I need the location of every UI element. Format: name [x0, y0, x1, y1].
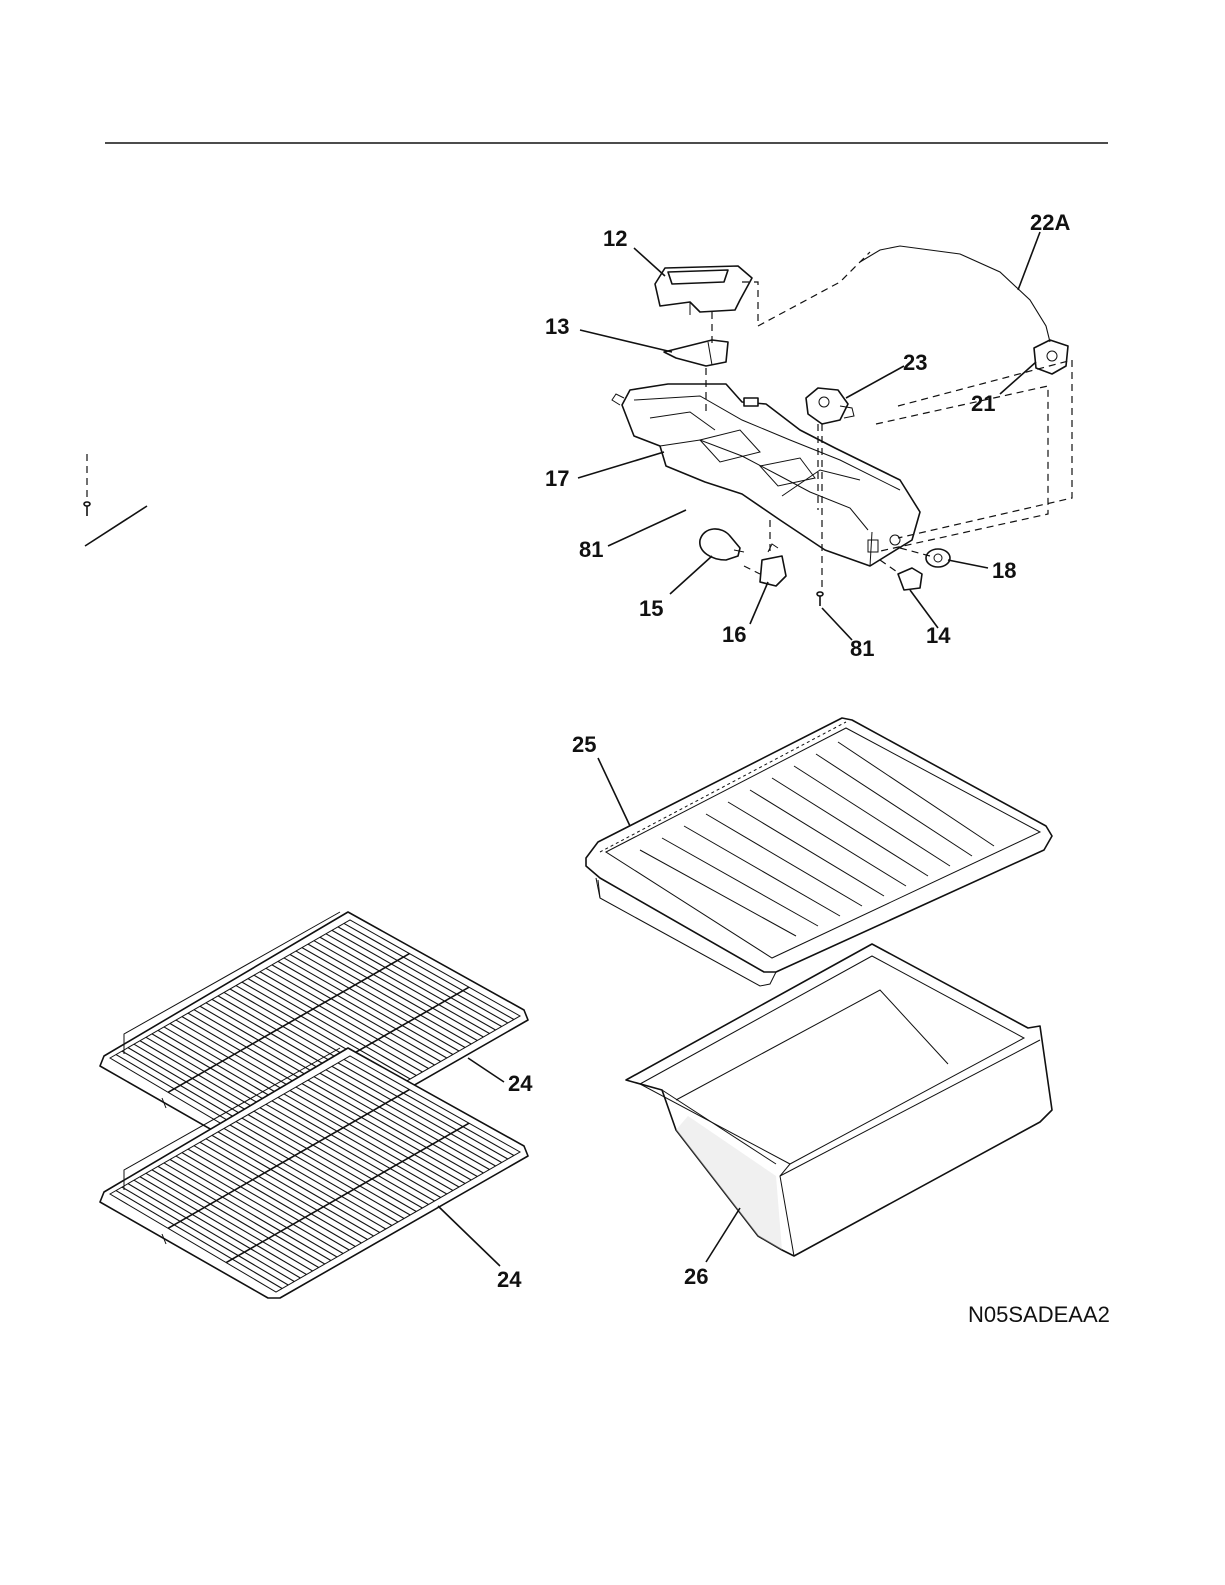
part-26-crisper-pan: [626, 944, 1052, 1256]
label-15: 15: [639, 596, 663, 621]
part-16-light-socket: [760, 544, 786, 586]
label-12: 12: [603, 226, 627, 251]
part-15-light-bulb: [700, 529, 744, 560]
part-81-screw-left: [84, 502, 90, 516]
label-23: 23: [903, 350, 927, 375]
label-25: 25: [572, 732, 596, 757]
part-18-knob: [926, 549, 950, 567]
label-13: 13: [545, 314, 569, 339]
label-81-left: 81: [579, 537, 603, 562]
label-81-right: 81: [850, 636, 874, 661]
part-12-light-shield: [655, 266, 752, 315]
label-24-upper: 24: [508, 1071, 533, 1096]
part-14-switch: [898, 568, 922, 590]
label-18: 18: [992, 558, 1016, 583]
diagram-code: N05SADEAA2: [968, 1302, 1110, 1327]
label-21: 21: [971, 391, 995, 416]
part-17-light-housing: [612, 384, 920, 566]
part-13-lens: [664, 340, 728, 366]
label-16: 16: [722, 622, 746, 647]
label-17: 17: [545, 466, 569, 491]
label-24-lower: 24: [497, 1267, 522, 1292]
part-23-defrost-timer: [806, 388, 854, 424]
label-14: 14: [926, 623, 951, 648]
label-26: 26: [684, 1264, 708, 1289]
part-81-screw-right: [817, 592, 823, 606]
part-22a-capillary-tube: [860, 246, 1050, 342]
label-22a: 22A: [1030, 210, 1070, 235]
part-25-crisper-cover: [586, 718, 1052, 986]
